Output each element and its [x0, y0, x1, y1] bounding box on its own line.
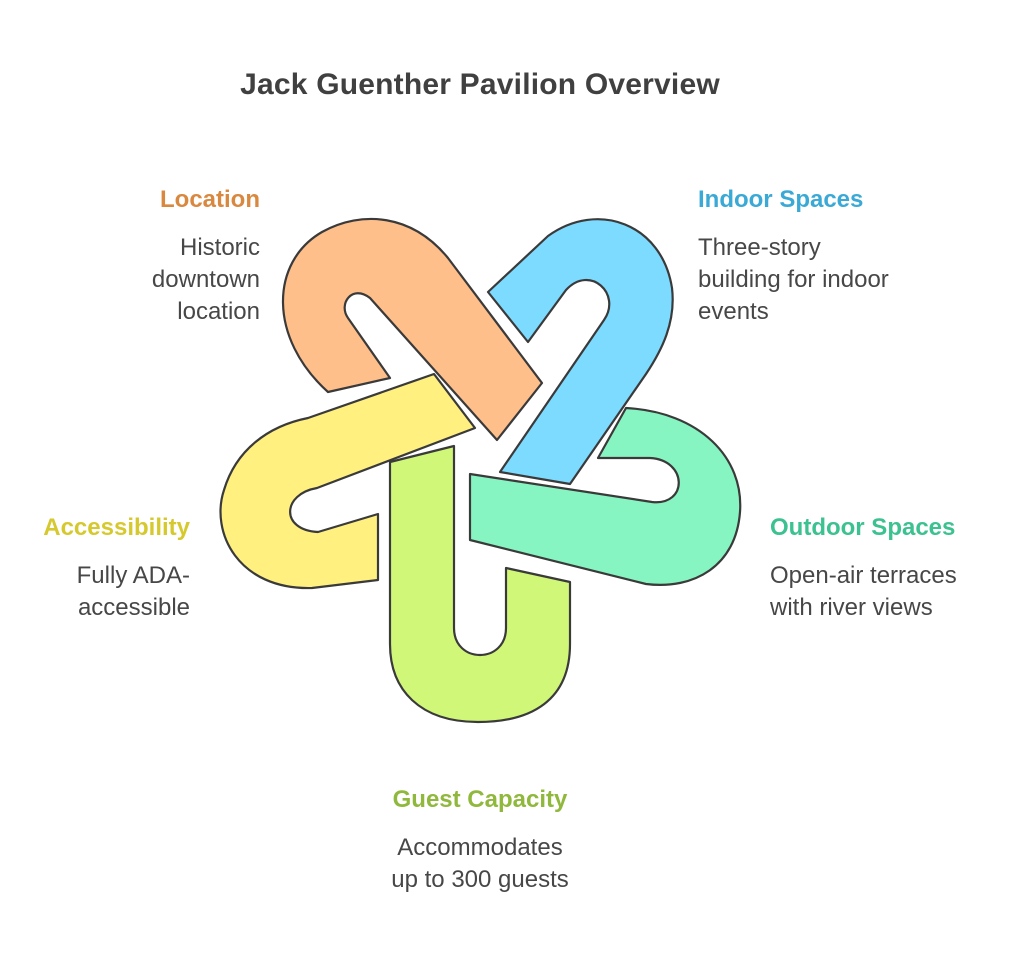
indoor-spaces-title: Indoor Spaces — [698, 186, 864, 213]
location-title: Location — [160, 186, 260, 213]
indoor-spaces-band — [486, 218, 674, 486]
outdoor-spaces-band — [468, 406, 742, 586]
location-description-line: downtown — [151, 266, 260, 293]
guest-capacity-description-line: Accommodates — [397, 834, 563, 861]
guest-capacity-description-line: up to 300 guests — [391, 866, 569, 893]
page-title: Jack Guenther Pavilion Overview — [240, 68, 720, 101]
indoor-spaces-description-line: building for indoor — [698, 266, 889, 293]
accessibility-band — [219, 372, 477, 590]
outdoor-spaces-title: Outdoor Spaces — [770, 514, 956, 541]
indoor-spaces-description-line: events — [698, 298, 769, 325]
accessibility-description-line: Fully ADA- — [76, 562, 190, 589]
guest-capacity-band — [388, 444, 572, 724]
outdoor-spaces-description: Open-air terraces with river views — [770, 560, 1010, 624]
accessibility-description-line: accessible — [77, 594, 190, 621]
location-description: Historic downtown location — [60, 232, 260, 328]
indoor-spaces-description-line: Three-story — [698, 234, 821, 261]
accessibility-description: Fully ADA- accessible — [20, 560, 190, 624]
location-description-line: location — [177, 298, 260, 325]
accessibility-title: Accessibility — [43, 514, 190, 541]
location-description-line: Historic — [179, 234, 260, 261]
outdoor-spaces-description-line: with river views — [770, 594, 933, 621]
outdoor-spaces-description-line: Open-air terraces — [770, 562, 957, 589]
guest-capacity-description: Accommodates up to 300 guests — [330, 832, 630, 896]
indoor-spaces-description: Three-story building for indoor events — [698, 232, 998, 328]
location-band — [281, 217, 544, 442]
guest-capacity-title: Guest Capacity — [392, 786, 568, 813]
